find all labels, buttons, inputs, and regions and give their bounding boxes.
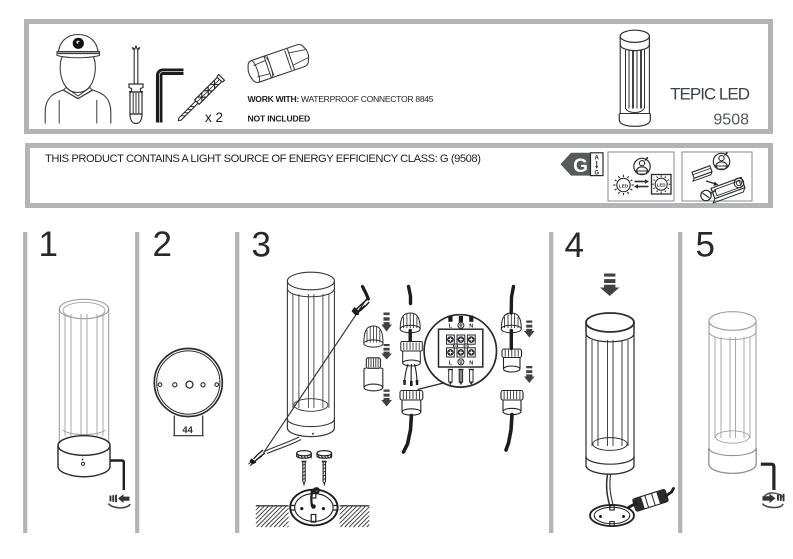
svg-text:N: N (469, 361, 473, 367)
svg-text:TEPIC LED: TEPIC LED (670, 85, 750, 104)
svg-text:THIS PRODUCT CONTAINS A LIGHT: THIS PRODUCT CONTAINS A LIGHT SOURCE OF … (45, 153, 481, 165)
svg-text:WORK WITH: WATERPROOF CONNECTO: WORK WITH: WATERPROOF CONNECTOR 8845 (248, 94, 434, 104)
svg-text:A: A (595, 156, 600, 162)
svg-text:5: 5 (696, 226, 715, 265)
svg-text:G: G (594, 171, 599, 177)
svg-text:NOT INCLUDED: NOT INCLUDED (248, 114, 311, 124)
svg-text:LED: LED (657, 182, 666, 187)
svg-text:N: N (469, 323, 473, 329)
svg-text:4: 4 (565, 226, 584, 265)
svg-text:x 2: x 2 (205, 110, 223, 125)
svg-text:1: 1 (39, 225, 58, 264)
svg-text:L: L (449, 361, 453, 367)
svg-text:G: G (573, 156, 588, 177)
svg-text:2: 2 (153, 225, 172, 264)
svg-text:LED: LED (619, 183, 629, 188)
svg-text:44: 44 (182, 425, 193, 435)
svg-text:9508: 9508 (713, 112, 749, 129)
svg-text:3: 3 (252, 226, 271, 265)
svg-text:L: L (449, 323, 453, 329)
